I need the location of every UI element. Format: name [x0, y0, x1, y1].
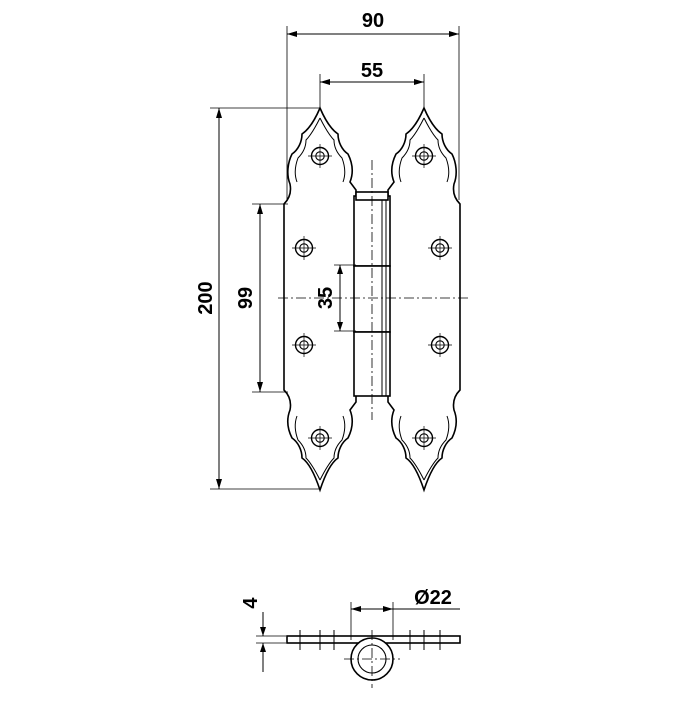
- dimension-overall-height: 200: [195, 107, 320, 490]
- dimension-pin-diameter: Ø22: [350, 587, 460, 640]
- dimension-hole-spacing: 55: [319, 60, 425, 108]
- dimension-leaf-height: 99: [235, 203, 288, 393]
- hinge-side-view: [286, 630, 461, 688]
- dimension-label-35: 35: [315, 287, 337, 309]
- dimension-label-90: 90: [362, 10, 384, 32]
- dimension-label-pin-diameter: Ø22: [414, 587, 452, 609]
- dimension-label-4: 4: [240, 597, 262, 609]
- dimension-knuckle-length: 35: [315, 264, 356, 332]
- dimension-label-55: 55: [361, 60, 383, 82]
- dimension-thickness: 4: [240, 597, 286, 672]
- dimension-label-200: 200: [195, 281, 217, 314]
- dimension-overall-width: 90: [286, 10, 460, 200]
- left-leaf: [283, 105, 357, 493]
- dimension-label-99: 99: [235, 287, 257, 309]
- right-leaf: [387, 105, 461, 493]
- hinge-front-view: [278, 105, 470, 493]
